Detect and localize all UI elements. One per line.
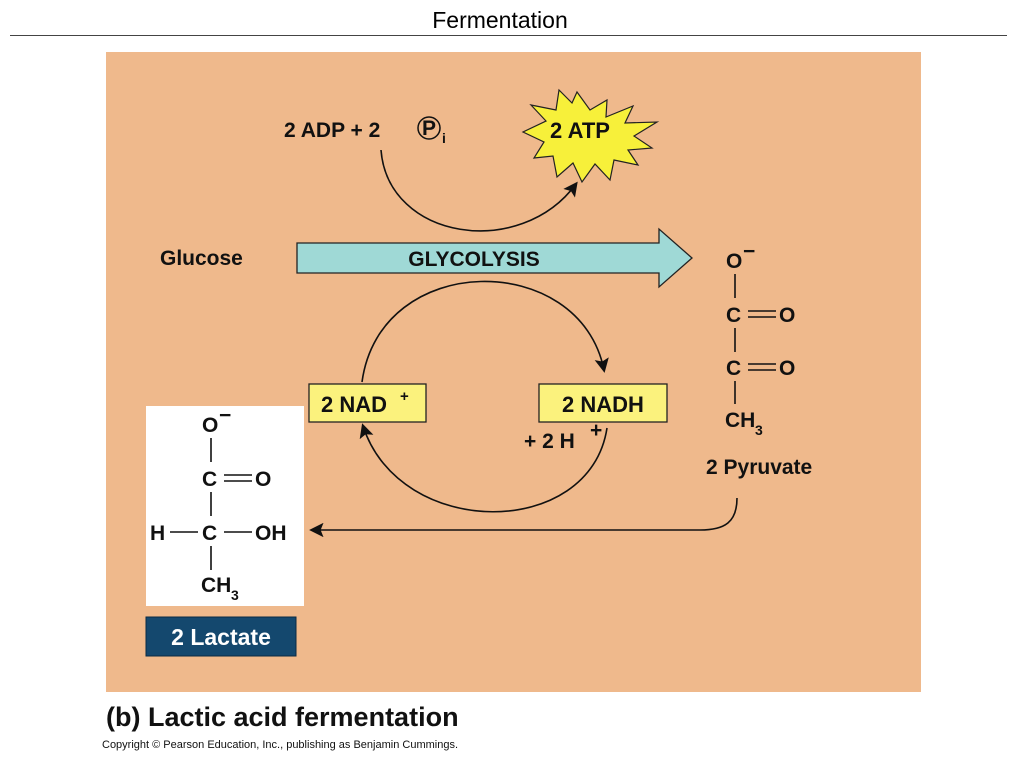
atp-burst-icon bbox=[521, 88, 660, 184]
nadh-label: 2 NADH bbox=[562, 392, 644, 417]
adp-inputs-label: 2 ADP + 2 bbox=[284, 119, 380, 142]
lactate-methyl: CH bbox=[201, 574, 231, 597]
nadh-to-nad-arc-arrow bbox=[359, 423, 608, 513]
hydrogen-label: + 2 H bbox=[524, 430, 575, 453]
glucose-label: Glucose bbox=[160, 247, 243, 270]
pyruvate-charge: − bbox=[743, 240, 755, 263]
glycolysis-arrow bbox=[296, 227, 693, 289]
lactate-o-minus: O bbox=[202, 414, 218, 437]
phosphate-circle-icon bbox=[417, 116, 441, 140]
lactate-h: H bbox=[150, 522, 165, 545]
pyruvate-c1: C bbox=[726, 304, 741, 327]
phosphate-symbol: P bbox=[422, 117, 436, 140]
title-divider bbox=[10, 35, 1007, 36]
pyruvate-o-double-2: O bbox=[779, 357, 795, 380]
atp-label: 2 ATP bbox=[550, 118, 610, 143]
pyruvate-methyl-sub: 3 bbox=[755, 422, 763, 438]
hydrogen-superscript: + bbox=[590, 419, 602, 442]
pyruvate-name: 2 Pyruvate bbox=[706, 456, 812, 479]
nad-box bbox=[308, 383, 427, 423]
pyruvate-to-lactate-arrow bbox=[309, 497, 738, 538]
lactate-structure-box bbox=[146, 406, 304, 606]
copyright-notice: Copyright © Pearson Education, Inc., pub… bbox=[102, 739, 459, 751]
phosphate-subscript: i bbox=[442, 130, 446, 146]
atp-arc-arrow bbox=[380, 149, 578, 232]
pyruvate-structure: O − C O C O CH 3 bbox=[725, 240, 795, 438]
lactate-c1: C bbox=[202, 468, 217, 491]
figure-caption: (b) Lactic acid fermentation bbox=[106, 702, 459, 732]
lactate-charge: − bbox=[219, 404, 231, 427]
lactate-name: 2 Lactate bbox=[171, 624, 271, 650]
lactate-o-double: O bbox=[255, 468, 271, 491]
nad-superscript: + bbox=[400, 388, 409, 405]
pyruvate-o-minus: O bbox=[726, 250, 742, 273]
glycolysis-label: GLYCOLYSIS bbox=[408, 248, 540, 271]
nad-label: 2 NAD bbox=[321, 392, 387, 417]
slide-title: Fermentation bbox=[432, 7, 568, 33]
nadh-box bbox=[538, 383, 668, 423]
lactate-structure: O − C O H C OH CH 3 bbox=[150, 404, 287, 603]
lactate-oh: OH bbox=[255, 522, 287, 545]
lactate-methyl-sub: 3 bbox=[231, 587, 239, 603]
nad-to-nadh-arc-arrow bbox=[361, 280, 609, 383]
pyruvate-methyl: CH bbox=[725, 409, 755, 432]
pyruvate-c2: C bbox=[726, 357, 741, 380]
pyruvate-o-double-1: O bbox=[779, 304, 795, 327]
lactate-name-box bbox=[145, 616, 297, 657]
lactate-c2: C bbox=[202, 522, 217, 545]
